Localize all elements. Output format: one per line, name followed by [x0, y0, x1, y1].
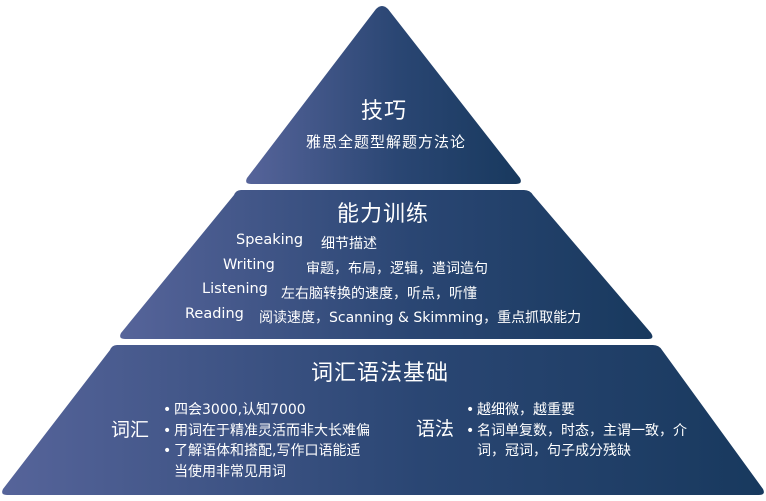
grammar-label: 语法 — [416, 418, 455, 440]
pyramid-tier-middle — [120, 190, 653, 339]
pyramid-tier-bottom — [2, 345, 764, 495]
top-tier-title: 技巧 — [361, 99, 408, 124]
reading-label: Reading — [185, 306, 244, 322]
list-item: •了解语体和搭配,写作口语能适 — [163, 443, 361, 459]
reading-desc: 阅读速度，Scanning & Skimming，重点抓取能力 — [259, 310, 582, 326]
list-item: •越细微，越重要 — [466, 402, 575, 418]
list-item: •用词在于精准灵活而非大长难偏 — [163, 422, 370, 439]
speaking-desc: 细节描述 — [321, 236, 377, 252]
listening-desc: 左右脑转换的速度，听点，听懂 — [281, 286, 477, 302]
speaking-label: Speaking — [236, 232, 304, 248]
writing-label: Writing — [223, 257, 275, 273]
grammar-bullets: •越细微，越重要 •名词单复数，时态，主谓一致，介 词，冠词，句子成分残缺 — [466, 400, 687, 462]
list-item: •名词单复数，时态，主谓一致，介 — [466, 422, 687, 439]
vocab-label: 词汇 — [111, 419, 150, 441]
list-item: 当使用非常见用词 — [174, 463, 286, 480]
top-tier-subtitle: 雅思全题型解题方法论 — [306, 133, 467, 151]
list-item: •四会3000,认知7000 — [163, 402, 306, 418]
list-item: 词，冠词，句子成分残缺 — [477, 443, 631, 459]
bottom-tier-title: 词汇语法基础 — [311, 361, 450, 386]
writing-desc: 审题，布局，逻辑，遣词造句 — [306, 261, 488, 277]
vocab-bullets: •四会3000,认知7000 •用词在于精准灵活而非大长难偏 •了解语体和搭配,… — [163, 400, 370, 482]
middle-tier-title: 能力训练 — [337, 202, 430, 227]
listening-label: Listening — [202, 281, 268, 297]
pyramid-tier-top — [246, 6, 521, 184]
